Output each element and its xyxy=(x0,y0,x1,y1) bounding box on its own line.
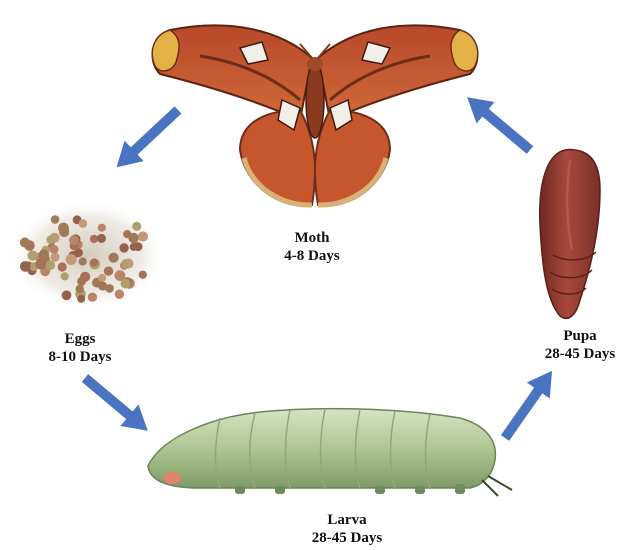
egg xyxy=(97,234,106,243)
egg xyxy=(20,261,31,272)
egg xyxy=(58,262,67,271)
pupa-stage-name: Pupa xyxy=(530,327,627,345)
eggs-stage-duration: 8-10 Days xyxy=(30,348,130,366)
egg xyxy=(20,238,30,248)
moth-stage-duration: 4-8 Days xyxy=(262,247,362,265)
egg xyxy=(139,271,147,279)
arrow-moth-to-eggs xyxy=(107,100,188,178)
egg xyxy=(79,219,88,228)
moth-stage-name: Moth xyxy=(262,229,362,247)
egg xyxy=(104,266,113,275)
egg xyxy=(88,293,97,302)
egg xyxy=(121,259,130,268)
egg xyxy=(77,295,85,303)
egg xyxy=(134,242,143,251)
egg xyxy=(76,285,84,293)
eggs-illustration xyxy=(10,200,166,310)
larva-stage-name: Larva xyxy=(292,511,402,529)
egg xyxy=(69,235,79,245)
eggs-stage-name: Eggs xyxy=(30,330,130,348)
egg xyxy=(79,257,87,265)
eggs-label: Eggs 8-10 Days xyxy=(30,330,130,366)
egg xyxy=(59,227,69,237)
egg xyxy=(90,259,98,267)
egg xyxy=(66,254,77,265)
larva-illustration xyxy=(148,409,512,496)
pupa-label: Pupa 28-45 Days xyxy=(530,327,627,363)
arrow-larva-to-pupa xyxy=(494,363,564,446)
pupa-illustration xyxy=(540,150,600,319)
moth-illustration xyxy=(152,25,477,205)
egg xyxy=(115,290,124,299)
egg xyxy=(98,274,106,282)
egg xyxy=(98,224,106,232)
egg xyxy=(77,277,86,286)
egg xyxy=(61,272,69,280)
egg xyxy=(105,284,114,293)
arrow-pupa-to-moth xyxy=(458,87,539,161)
egg xyxy=(46,236,54,244)
egg xyxy=(121,279,131,289)
egg xyxy=(62,290,72,300)
egg xyxy=(39,249,50,260)
egg xyxy=(46,260,56,270)
egg xyxy=(28,250,38,260)
larva-stage-duration: 28-45 Days xyxy=(292,529,402,547)
egg xyxy=(138,231,148,241)
larva-label: Larva 28-45 Days xyxy=(292,511,402,547)
egg xyxy=(132,222,141,231)
egg xyxy=(35,259,46,270)
egg xyxy=(119,243,128,252)
egg xyxy=(50,245,59,254)
egg xyxy=(109,253,119,263)
pupa-stage-duration: 28-45 Days xyxy=(530,345,627,363)
egg xyxy=(128,233,138,243)
moth-label: Moth 4-8 Days xyxy=(262,229,362,265)
egg xyxy=(51,215,60,224)
arrow-eggs-to-larva xyxy=(76,367,157,441)
